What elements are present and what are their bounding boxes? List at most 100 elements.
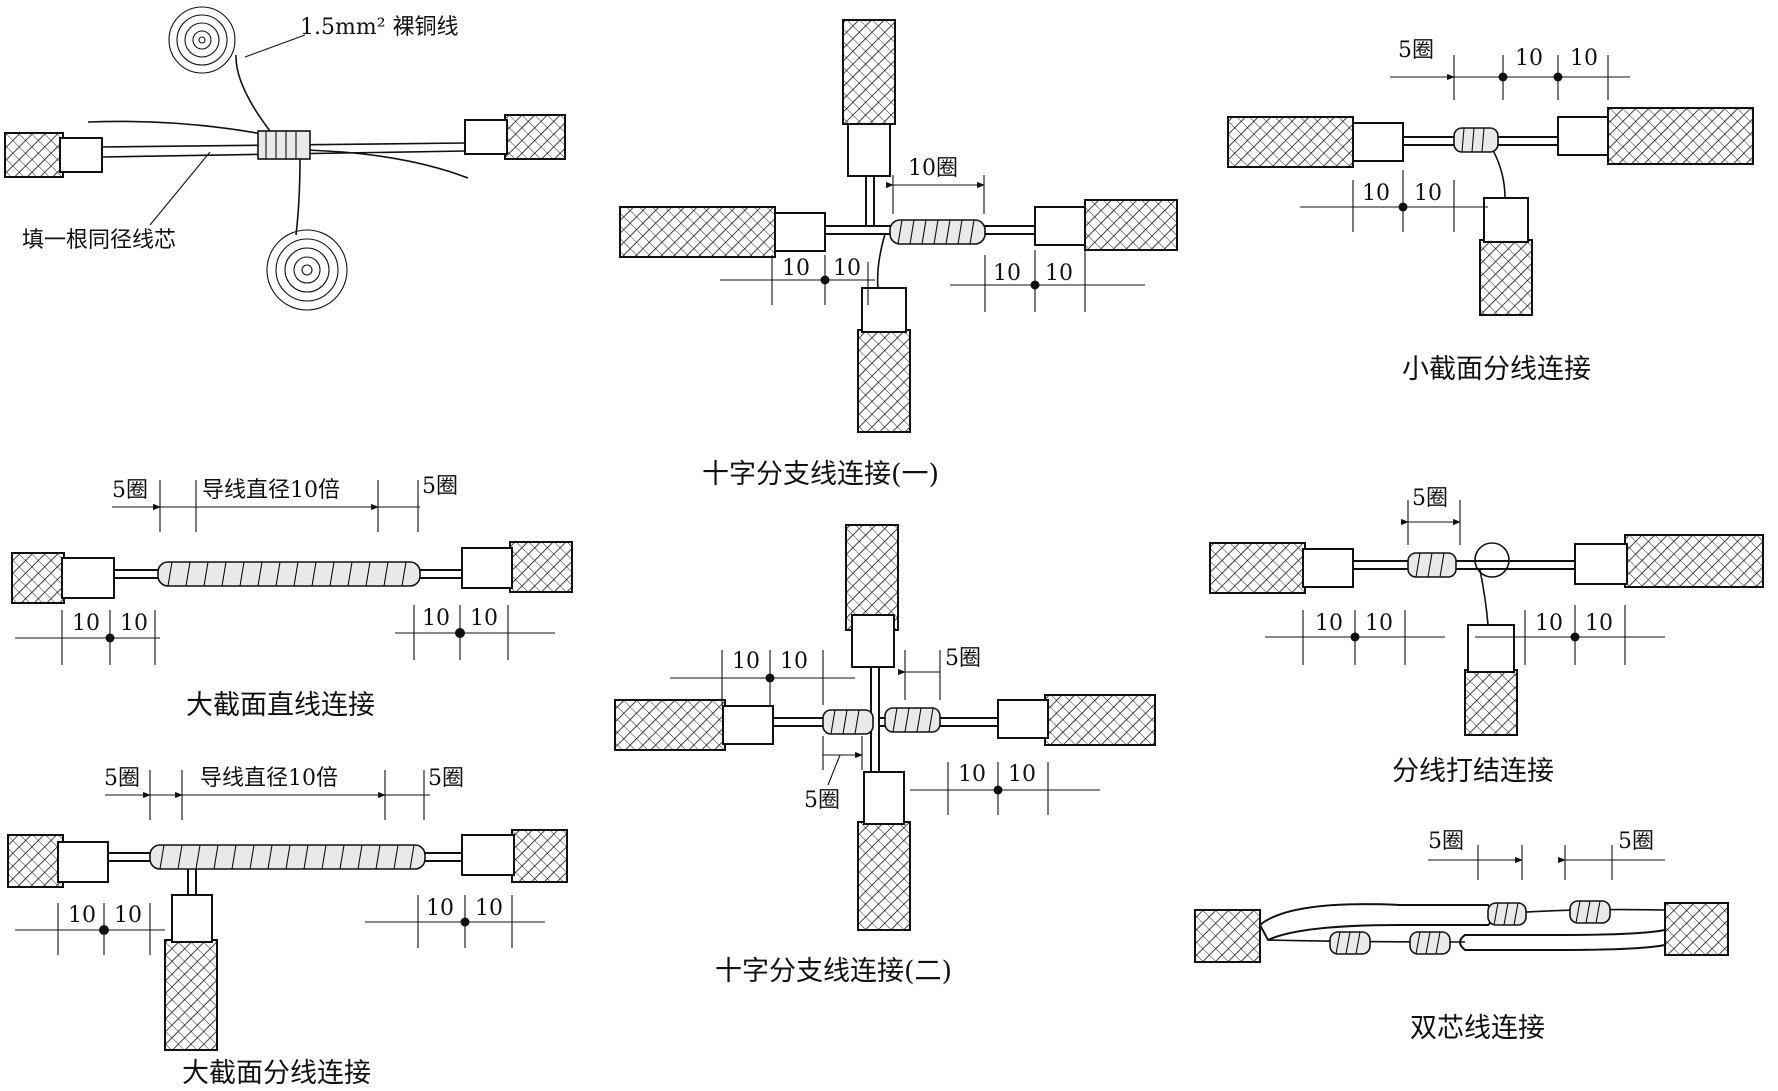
cable-sleeve [1557, 116, 1609, 156]
cable-sleeve [171, 894, 213, 943]
wire-coil [1569, 900, 1611, 924]
dim-10: 10 [958, 762, 986, 787]
dim-10: 10 [422, 606, 450, 631]
wire-coil [157, 561, 421, 587]
wire-coil [884, 707, 941, 733]
insulated-core [1459, 928, 1666, 951]
cable-sleeve [57, 841, 109, 883]
cable-sleeve [997, 699, 1049, 739]
cable-insulation [1479, 239, 1533, 316]
dim-10: 10 [833, 256, 861, 281]
dimension-dot [460, 917, 470, 927]
branch-conductor [1489, 144, 1506, 199]
caption-large-straight: 大截面直线连接 [186, 690, 375, 721]
cable-sleeve [461, 547, 513, 589]
knot-loop [1474, 542, 1510, 578]
wire-coil [889, 219, 986, 245]
dimension-dot [99, 925, 109, 935]
cable-insulation [1624, 534, 1764, 588]
dim-10: 10 [1515, 46, 1543, 71]
panel-small-branch: 5圈 10 10 10 10 小截面分线连接 [1227, 38, 1754, 385]
dim-10: 10 [1365, 611, 1393, 636]
caption-cross-two: 十字分支线连接(二) [715, 956, 952, 987]
panel-twin-core: 5圈 5圈 双芯线连接 [1194, 829, 1729, 1044]
cable-sleeve [464, 119, 508, 155]
dimension-dot [765, 673, 775, 683]
dimension-dot [1398, 202, 1408, 212]
dim-5-turns: 5圈 [1398, 38, 1434, 63]
spiral-coil-icon [168, 6, 236, 74]
bare-wire-label: 1.5mm² 裸铜线 [300, 15, 459, 40]
cable-insulation [1044, 694, 1156, 746]
dim-5-turns: 5圈 [104, 766, 140, 791]
cable-insulation [1607, 107, 1754, 165]
leader-line [827, 754, 841, 786]
caption-cross-one: 十字分支线连接(一) [702, 459, 939, 490]
cable-sleeve [861, 287, 907, 333]
panel-cross-branch-one: 10圈 10 10 10 10 十字分支线连接(一) [619, 19, 1178, 490]
dim-5-turns: 5圈 [1412, 486, 1448, 511]
filler-core [299, 149, 469, 179]
cable-insulation [504, 114, 566, 160]
dim-5-turns: 5圈 [428, 766, 464, 791]
dimension-dot [1498, 72, 1508, 82]
dim-10: 10 [1535, 611, 1563, 636]
cable-insulation [11, 552, 65, 604]
dimension-dot [820, 275, 830, 285]
dimension-dot [1030, 280, 1040, 290]
caption-knot-branch: 分线打结连接 [1392, 756, 1554, 787]
cable-insulation [4, 132, 64, 178]
dim-10: 10 [114, 903, 142, 928]
dim-10: 10 [1414, 181, 1442, 206]
leader-line [149, 151, 211, 226]
dim-10: 10 [1585, 611, 1613, 636]
dimension-dot [1350, 632, 1360, 642]
dim-10x-diameter: 导线直径10倍 [202, 478, 340, 503]
cable-sleeve [722, 705, 774, 745]
cable-sleeve [1352, 122, 1404, 162]
dim-10: 10 [782, 256, 810, 281]
panel-large-branch: 5圈 导线直径10倍 5圈 10 10 10 10 大截面分线连接 [7, 766, 568, 1089]
dimension-dot [105, 633, 115, 643]
cable-sleeve [61, 557, 115, 599]
conductor-line [865, 175, 875, 227]
dim-10: 10 [68, 903, 96, 928]
bare-wire-tail [235, 54, 271, 132]
dim-10: 10 [1008, 762, 1036, 787]
dim-10: 10 [470, 606, 498, 631]
cable-sleeve [863, 771, 905, 825]
dim-5-turns: 5圈 [945, 646, 981, 671]
cable-insulation [7, 834, 64, 888]
dim-5-turns: 5圈 [1428, 829, 1464, 854]
dim-10: 10 [1315, 611, 1343, 636]
dim-10: 10 [993, 261, 1021, 286]
wire-coil [1329, 931, 1371, 955]
spiral-coil-icon [266, 229, 348, 311]
cable-insulation [509, 541, 573, 593]
cable-sleeve [774, 212, 826, 252]
branch-conductor [1479, 569, 1489, 626]
dim-10: 10 [732, 649, 760, 674]
branch-conductor [876, 233, 886, 289]
dim-10: 10 [1362, 181, 1390, 206]
wire-coil [149, 844, 426, 870]
cable-insulation [619, 206, 776, 258]
wire-coil [1487, 902, 1527, 926]
cable-sleeve [59, 137, 103, 173]
conductor-line [1352, 560, 1576, 570]
cable-insulation [1227, 116, 1354, 168]
dim-10x-diameter: 导线直径10倍 [200, 766, 338, 791]
dim-10: 10 [426, 896, 454, 921]
cable-sleeve [847, 123, 891, 177]
caption-small-branch: 小截面分线连接 [1402, 354, 1591, 385]
wire-coil [1407, 552, 1457, 578]
cable-sleeve [461, 834, 515, 876]
cable-insulation [164, 939, 218, 1051]
cable-sleeve [1467, 624, 1515, 673]
cable-insulation [511, 829, 568, 883]
dim-10: 10 [72, 611, 100, 636]
dimension-dot [993, 785, 1003, 795]
bare-wire-tail [295, 158, 301, 236]
cable-sleeve [1034, 206, 1086, 246]
